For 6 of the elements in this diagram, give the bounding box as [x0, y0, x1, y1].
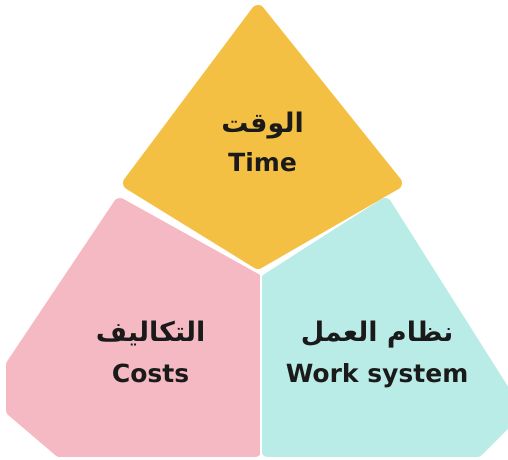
english-title: Work system	[286, 359, 468, 388]
arabic-title: الوقت	[221, 108, 304, 139]
arabic-title: نظام العمل	[300, 317, 454, 348]
english-title: Time	[228, 148, 297, 177]
arabic-title: التكاليف	[96, 317, 206, 348]
english-title: Costs	[112, 359, 190, 388]
